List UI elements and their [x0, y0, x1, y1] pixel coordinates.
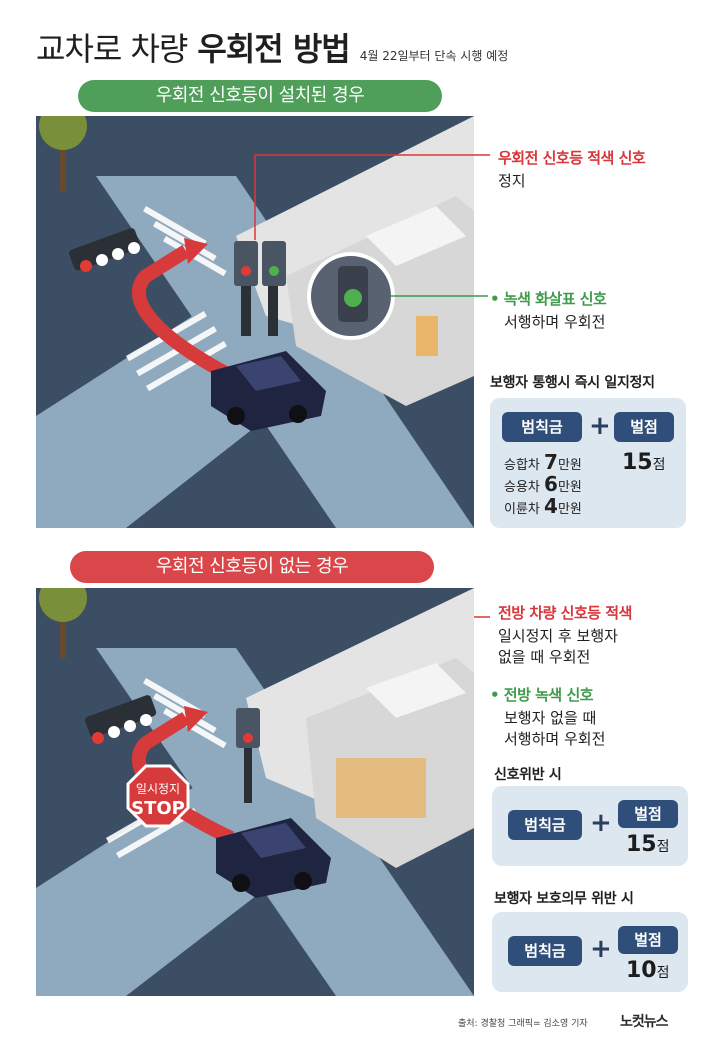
note-red-line2-2: 없을 때 우회전 — [498, 648, 591, 666]
fine-unit: 만원 — [557, 458, 582, 473]
note-red-head: 우회전 신호등 적색 신호 — [498, 149, 646, 167]
fine-amount: 7 — [544, 450, 558, 474]
title-bold: 우회전 방법 — [197, 30, 350, 68]
fine-vehicle: 승용차 — [504, 480, 540, 495]
section2-penalty-a-title: 신호위반 시 — [494, 767, 562, 783]
points-tag: 벌점 — [614, 412, 674, 442]
plus-sign: + — [589, 411, 611, 441]
fine-tag: 범칙금 — [502, 412, 582, 442]
note-red-head-2: 전방 차량 신호등 적색 — [498, 604, 632, 622]
fine-list: 승합차 7만원 승용차 6만원 이륜차 4만원 — [504, 450, 582, 518]
source-credit: 출처: 경찰청 그래픽= 김소영 기자 — [458, 1019, 588, 1029]
note-green-head: • 녹색 화살표 신호 — [490, 290, 607, 308]
publisher-logo: 노컷뉴스 — [620, 1014, 669, 1030]
fine-vehicle: 승합차 — [504, 458, 540, 473]
note-red-line1-2: 일시정지 후 보행자 — [498, 627, 618, 645]
fine-row: 승합차 7만원 — [504, 450, 582, 474]
section2-penalty-a-panel: 범칙금 + 벌점 15점 — [492, 786, 688, 866]
fine-unit: 만원 — [557, 502, 582, 517]
intersection-scene-2: 일시정지 STOP — [36, 588, 474, 996]
points-tag: 벌점 — [618, 800, 678, 828]
note-green-body: 서행하며 우회전 — [504, 313, 606, 331]
fine-vehicle: 이륜차 — [504, 502, 540, 517]
points-value: 15점 — [622, 450, 666, 475]
fine-row: 승용차 6만원 — [504, 472, 582, 496]
points-value: 15점 — [626, 832, 670, 857]
section2-note-green: • 전방 녹색 신호 보행자 없을 때 서행하며 우회전 — [490, 684, 605, 750]
fine-amount: 4 — [544, 494, 558, 518]
points-unit: 점 — [652, 457, 666, 473]
section1-note-green: • 녹색 화살표 신호 서행하며 우회전 — [490, 288, 607, 333]
section1-note-red: 우회전 신호등 적색 신호 정지 — [498, 147, 646, 192]
points-number: 15 — [622, 450, 653, 475]
points-number: 10 — [626, 958, 657, 983]
fine-amount: 6 — [544, 472, 558, 496]
stop-sign-line2: STOP — [131, 798, 185, 819]
plus-sign: + — [590, 808, 612, 838]
intersection-illustration-2: 일시정지 STOP — [36, 588, 474, 996]
note-red-body: 정지 — [498, 172, 526, 190]
section2-pill: 우회전 신호등이 없는 경우 — [70, 551, 434, 583]
stop-sign-line1: 일시정지 — [136, 782, 180, 796]
fine-row: 이륜차 4만원 — [504, 494, 582, 518]
fine-tag: 범칙금 — [508, 936, 582, 966]
section1-pill: 우회전 신호등이 설치된 경우 — [78, 80, 442, 112]
points-unit: 점 — [656, 965, 670, 981]
note-green-line1-2: 보행자 없을 때 — [504, 709, 597, 727]
note-green-head-2: • 전방 녹색 신호 — [490, 686, 594, 704]
points-tag: 벌점 — [618, 926, 678, 954]
section1-penalty-title: 보행자 통행시 즉시 일지정지 — [490, 375, 655, 391]
plus-sign: + — [590, 934, 612, 964]
page-title: 교차로 차량 우회전 방법 4월 22일부터 단속 시행 예정 — [36, 24, 508, 70]
title-subtitle: 4월 22일부터 단속 시행 예정 — [359, 49, 509, 63]
note-green-line2-2: 서행하며 우회전 — [504, 730, 606, 748]
points-number: 15 — [626, 832, 657, 857]
points-unit: 점 — [656, 839, 670, 855]
fine-unit: 만원 — [557, 480, 582, 495]
section2-penalty-b-title: 보행자 보호의무 위반 시 — [494, 891, 634, 907]
section1-penalty-panel: 범칙금 + 벌점 승합차 7만원 승용차 6만원 이륜차 4만원 15점 — [490, 398, 686, 528]
section2-penalty-b-panel: 범칙금 + 벌점 10점 — [492, 912, 688, 992]
section2-note-red: 전방 차량 신호등 적색 일시정지 후 보행자 없을 때 우회전 — [498, 602, 632, 668]
fine-tag: 범칙금 — [508, 810, 582, 840]
title-light: 교차로 차량 — [36, 30, 188, 68]
points-value: 10점 — [626, 958, 670, 983]
